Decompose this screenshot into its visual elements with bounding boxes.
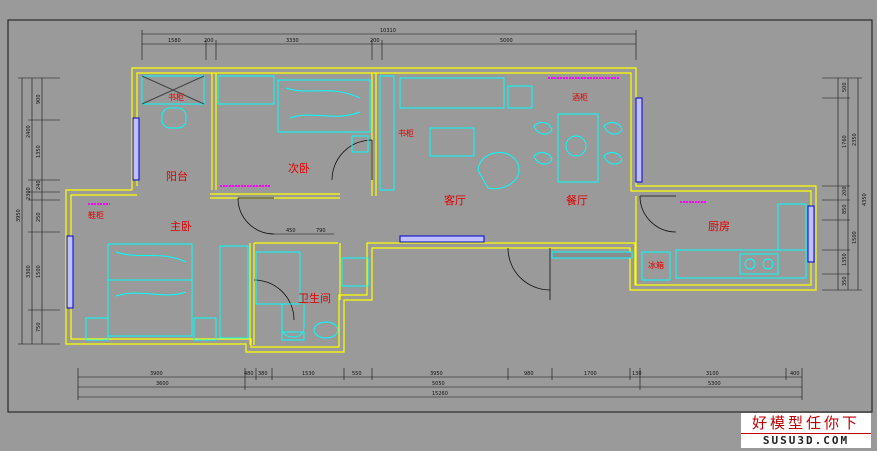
dim-bottom-11: 400 [790,371,800,377]
dim-bottom-total: 15260 [432,391,448,397]
dim-top-4: 200 [370,38,380,44]
furniture-shoe-cabinet-label: 鞋柜 [88,210,104,220]
dim-bottom-4: 1530 [302,371,315,377]
dim-left-9: 750 [36,322,42,332]
dim-top-total: 10310 [380,28,396,34]
dim-bottom-6: 3950 [430,371,443,377]
furniture-cabinet-mid-label: 书柜 [398,128,414,138]
dim-bottom-3: 380 [258,371,268,377]
bottom-dimensions [77,368,803,400]
drawing-frame [7,19,873,413]
furniture-tv-cabinet-label: 酒柜 [572,92,588,102]
curtains [88,77,706,205]
dim-right-9: 350 [842,276,848,286]
furniture-cabinet-balcony-label: 书柜 [168,92,184,102]
dim-interior-1: 450 [286,228,296,234]
dim-left-5: 2300 [26,187,32,200]
watermark-text: 好模型任你下 [751,414,860,432]
furniture [85,75,807,341]
dim-left-8: 1500 [36,265,42,278]
dim-right-5: 200 [842,186,848,196]
dim-left-3: 1350 [36,145,42,158]
dim-top-1: 1580 [168,38,181,44]
dim-bottom-10: 3100 [706,371,719,377]
left-dimensions [18,77,60,345]
doors [237,139,677,321]
windows [66,97,815,309]
dim-left-1: 900 [36,94,42,104]
right-dimensions [822,77,862,291]
dim-left-total: 3950 [16,209,22,222]
dim-top-3: 3330 [286,38,299,44]
dim-top-5: 5000 [500,38,513,44]
room-living-room-label: 客厅 [444,193,466,207]
room-kitchen-label: 厨房 [708,220,730,233]
room-balcony-label: 阳台 [166,169,188,183]
room-dining-room-label: 餐厅 [566,193,588,207]
top-dimensions [141,30,637,60]
dim-bottom-7: 980 [524,371,534,377]
dim-left-6: 250 [36,212,42,222]
dim-right-6: 850 [842,204,848,214]
room-second-bedroom-label: 次卧 [288,161,310,175]
dim-right-7: 1500 [852,231,858,244]
watermark: 好模型任你下 SUSU3D.COM [741,413,871,448]
furniture-fridge-label: 冰箱 [648,260,664,270]
dim-right-3: 2350 [852,133,858,146]
watermark-url: SUSU3D.COM [741,433,871,448]
dim-interior-2: 790 [316,228,326,234]
dim-bottom-row2-1: 3600 [156,381,169,387]
dim-left-2: 2400 [26,125,32,138]
dim-bottom-5: 550 [352,371,362,377]
dim-bottom-2: 480 [244,371,254,377]
dim-right-8: 1350 [842,253,848,266]
walls [65,67,817,353]
dim-right-2: 1760 [842,135,848,148]
dim-bottom-8: 1700 [584,371,597,377]
dim-bottom-9: 130 [632,371,642,377]
dim-right-1: 500 [842,82,848,92]
room-master-bedroom-label: 主卧 [170,220,192,233]
dim-left-7: 3300 [26,265,32,278]
dim-bottom-1: 3900 [150,371,163,377]
room-bathroom-label: 卫生间 [298,291,331,305]
dim-left-4: 240 [36,180,42,190]
dim-top-2: 200 [204,38,214,44]
dim-bottom-row2-2: 5050 [432,381,445,387]
dim-bottom-row2-3: 5300 [708,381,721,387]
dim-right-4: 4350 [862,193,868,206]
